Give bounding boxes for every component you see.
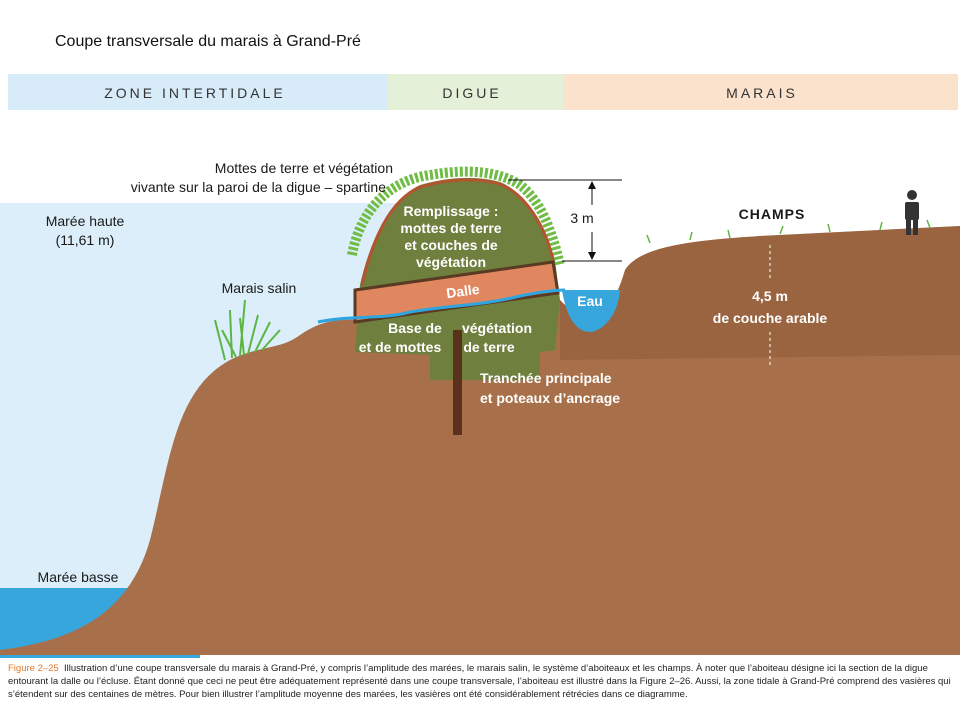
- label-mottes-1: Mottes de terre et végétation: [215, 160, 393, 176]
- label-eau: Eau: [577, 293, 603, 309]
- dimension-arrow-icon: [588, 181, 596, 260]
- label-remplissage: Remplissage :: [404, 203, 499, 219]
- label-remplissage: et couches de: [404, 237, 498, 253]
- band-intertidal: [8, 74, 388, 110]
- band-marais: [563, 74, 958, 110]
- figure-caption: Figure 2–25 Illustration d’une coupe tra…: [8, 662, 963, 701]
- label-maree-haute-value: (11,61 m): [56, 232, 115, 248]
- label-hauteur: 3 m: [570, 210, 593, 226]
- person-icon: [905, 190, 919, 235]
- band-digue: [388, 74, 563, 110]
- field-grass: [646, 219, 931, 244]
- label-base: de terre: [463, 339, 515, 355]
- label-tranchee: Tranchée principale: [480, 370, 612, 386]
- label-base: végétation: [462, 320, 532, 336]
- dike-outline: [360, 178, 555, 286]
- anchor-post: [453, 330, 462, 435]
- label-remplissage: végétation: [416, 254, 486, 270]
- band-marais-label: MARAIS: [726, 85, 798, 101]
- label-arable: 4,5 m: [752, 288, 788, 304]
- label-champs: CHAMPS: [739, 206, 806, 222]
- arable-layer: [560, 226, 960, 360]
- spartina-vegetation: [347, 166, 565, 267]
- band-intertidal-label: ZONE INTERTIDALE: [104, 85, 286, 101]
- dalle: [353, 260, 560, 324]
- caption-text: Illustration d’une coupe transversale du…: [8, 663, 951, 700]
- band-digue-label: DIGUE: [442, 85, 501, 101]
- label-tranchee-2: et poteaux d’ancrage: [480, 390, 620, 406]
- label-base: et de mottes: [359, 339, 442, 355]
- cross-section-diagram: Coupe transversale du marais à Grand-Pré…: [0, 33, 960, 658]
- figure-number: Figure 2–25: [8, 663, 59, 674]
- label-dalle: Dalle: [445, 281, 481, 302]
- diagram-title: Coupe transversale du marais à Grand-Pré: [55, 33, 361, 50]
- label-remplissage: mottes de terre: [400, 220, 501, 236]
- water-line: [317, 288, 566, 324]
- label-mottes-2: vivante sur la paroi de la digue – spart…: [131, 179, 386, 195]
- salt-marsh-grass: [214, 299, 281, 361]
- label-maree-haute: Marée haute: [46, 213, 125, 229]
- label-arable-2: de couche arable: [713, 310, 828, 326]
- pond-water: [562, 290, 620, 332]
- label-base: Base de: [388, 320, 442, 336]
- label-marais-salin: Marais salin: [222, 280, 297, 296]
- label-maree-basse: Marée basse: [38, 569, 119, 585]
